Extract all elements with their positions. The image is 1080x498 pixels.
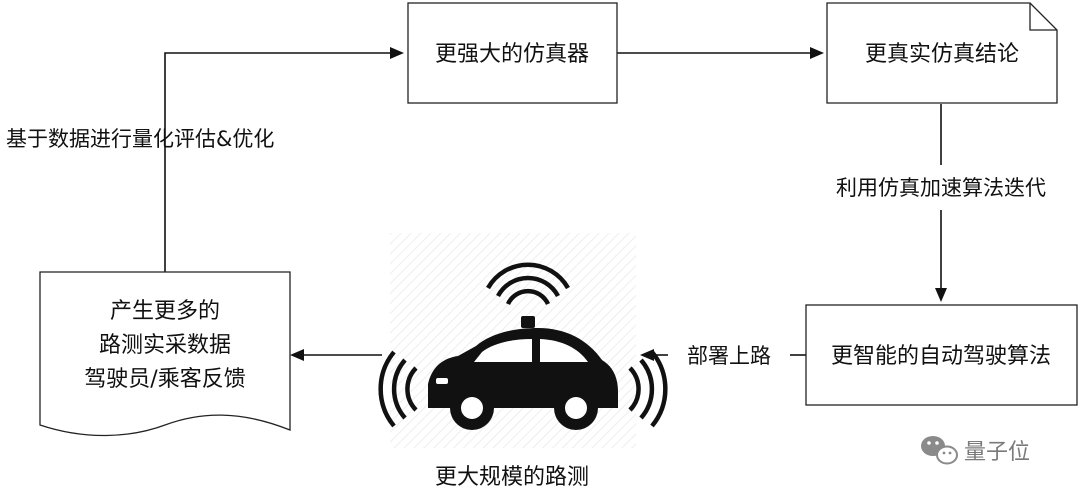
node-sim-conclusion-label: 更真实仿真结论 (865, 42, 1019, 67)
wechat-icon (921, 436, 958, 465)
node-simulator-label: 更强大的仿真器 (435, 42, 589, 67)
node-data-line3: 驾驶员/乘客反馈 (84, 367, 245, 392)
edge-label-deploy: 部署上路 (687, 344, 771, 368)
arrowhead-iterate (935, 288, 947, 302)
node-algorithm: 更智能的自动驾驶算法 (805, 304, 1078, 406)
arrowhead-sim-to-conclusion (810, 47, 824, 59)
node-simulator: 更强大的仿真器 (407, 2, 618, 104)
arrowhead-road-to-data (290, 349, 304, 361)
watermark-text: 量子位 (964, 440, 1030, 465)
node-data: 产生更多的 路测实采数据 驾驶员/乘客反馈 (39, 271, 291, 437)
node-sim-conclusion: 更真实仿真结论 (826, 2, 1058, 104)
edge-label-iterate: 利用仿真加速算法迭代 (836, 176, 1046, 200)
self-driving-car-icon (378, 262, 668, 430)
edge-label-evaluate: 基于数据进行量化评估&优化 (6, 127, 274, 151)
edge-evaluate-line (164, 52, 392, 272)
node-algorithm-label: 更智能的自动驾驶算法 (831, 344, 1051, 369)
node-data-line2: 路测实采数据 (99, 333, 231, 358)
node-data-line1: 产生更多的 (110, 299, 220, 324)
node-road-test: 更大规模的路测 (378, 233, 668, 490)
node-road-test-label: 更大规模的路测 (435, 465, 589, 490)
arrowhead-evaluate (390, 47, 404, 59)
arrowhead-deploy (640, 349, 654, 361)
watermark: 量子位 (921, 436, 1030, 465)
